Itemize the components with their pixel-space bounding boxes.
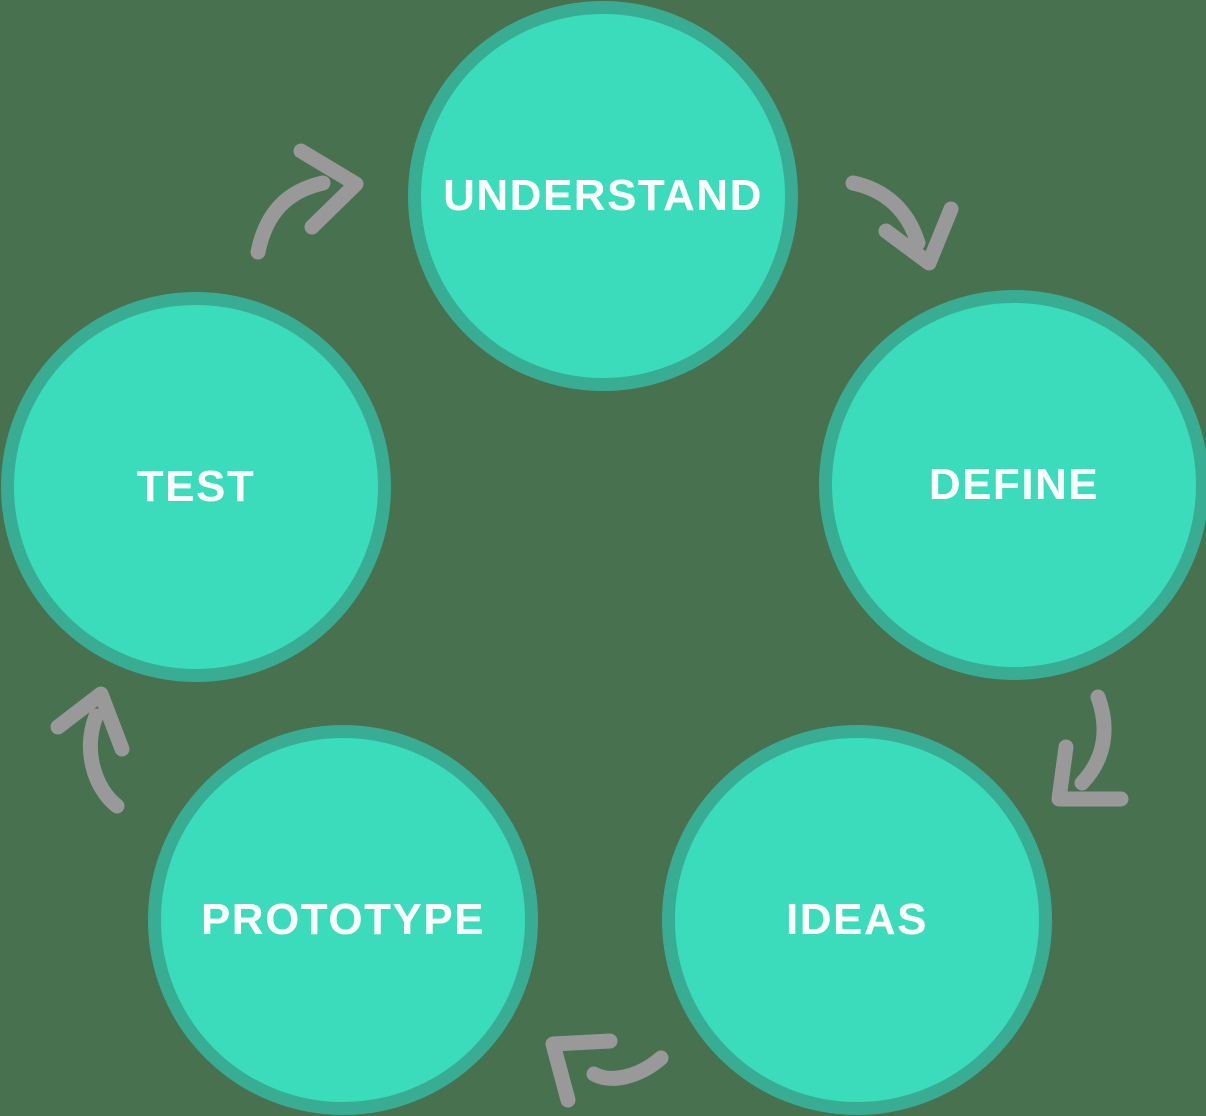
- stage-label-ideas: IDEAS: [786, 895, 928, 944]
- stage-label-prototype: PROTOTYPE: [200, 895, 486, 944]
- stage-label-understand: UNDERSTAND: [443, 171, 763, 220]
- stage-node-define: DEFINE: [819, 290, 1206, 680]
- arrow-understand-to-define-icon: [845, 175, 959, 271]
- stage-label-test: TEST: [136, 462, 256, 511]
- stage-label-define: DEFINE: [928, 460, 1100, 509]
- stage-node-ideas: IDEAS: [662, 725, 1052, 1115]
- stage-node-prototype: PROTOTYPE: [148, 725, 538, 1115]
- stage-node-test: TEST: [1, 292, 391, 682]
- arrow-test-to-understand-icon: [250, 143, 364, 260]
- arrow-ideas-to-prototype-icon: [545, 1033, 669, 1108]
- stage-node-understand: UNDERSTAND: [408, 1, 798, 391]
- arrow-define-to-ideas-icon: [1051, 689, 1129, 807]
- arrow-prototype-to-test-icon: [50, 686, 130, 814]
